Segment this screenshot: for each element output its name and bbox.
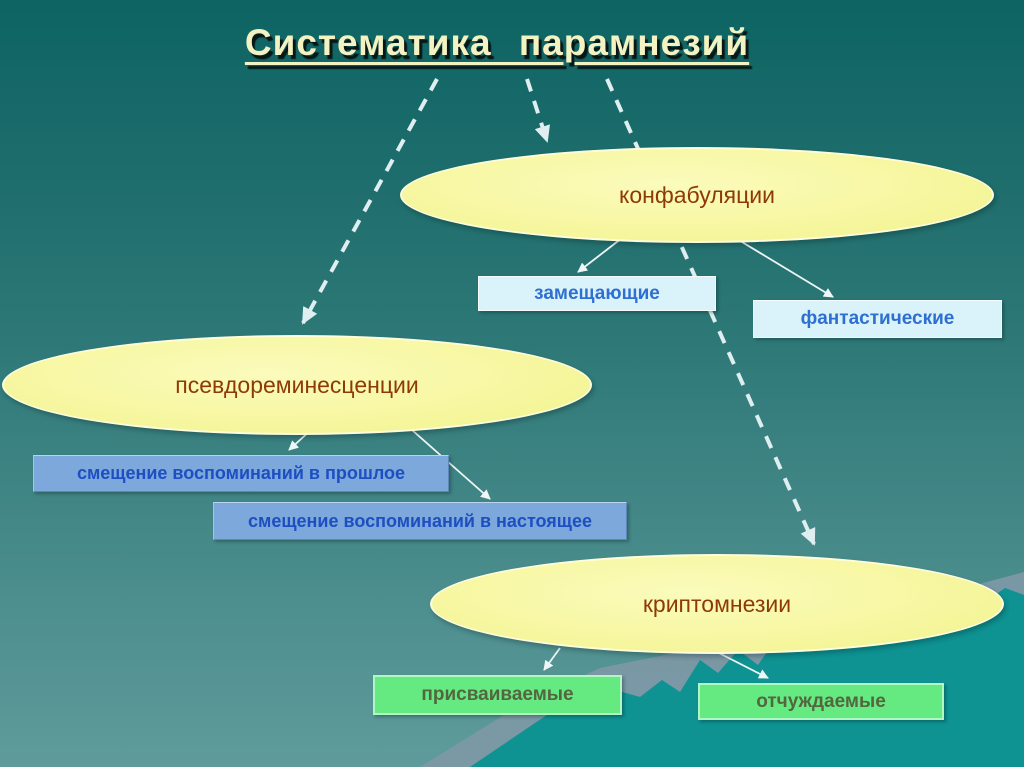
node-pseudoreminiscences-label: псевдореминесценции: [175, 371, 419, 398]
arrow-confabulations-substituting: [577, 237, 623, 273]
dashed-arrow-to-confabulations: [525, 78, 551, 143]
node-shift-present: смещение воспоминаний в настоящее: [213, 502, 627, 540]
node-shift-present-label: смещение воспоминаний в настоящее: [248, 510, 592, 531]
arrow-confabulations-fantastic: [736, 238, 834, 298]
node-confabulations: конфабуляции: [400, 147, 994, 243]
node-cryptomnesias: криптомнезии: [430, 554, 1004, 654]
node-appropriated-label: присваиваемые: [421, 684, 574, 705]
arrow-pseudoreminiscences-shift-present: [411, 429, 491, 500]
node-cryptomnesias-label: криптомнезии: [642, 590, 792, 617]
arrow-cryptomnesias-alienated: [712, 649, 769, 679]
node-substituting: замещающие: [478, 276, 716, 311]
node-shift-past-label: смещение воспоминаний в прошлое: [76, 463, 406, 483]
node-fantastic-label: фантастические: [800, 308, 955, 329]
node-pseudoreminiscences: псевдореминесценции: [2, 335, 592, 435]
dashed-arrow-to-cryptomnesias: [605, 78, 816, 546]
dashed-arrow-to-pseudoreminiscences: [301, 78, 439, 325]
page-title: Систематика парамнезий: [244, 22, 750, 63]
node-fantastic: фантастические: [753, 300, 1002, 338]
node-alienated-label: отчуждаемые: [756, 690, 886, 712]
node-substituting-label: замещающие: [534, 282, 660, 304]
node-appropriated: присваиваемые: [373, 675, 622, 715]
node-shift-past: смещение воспоминаний в прошлое: [33, 455, 449, 492]
arrow-cryptomnesias-appropriated: [543, 647, 561, 671]
node-alienated: отчуждаемые: [698, 683, 944, 720]
node-confabulations-label: конфабуляции: [619, 181, 775, 208]
